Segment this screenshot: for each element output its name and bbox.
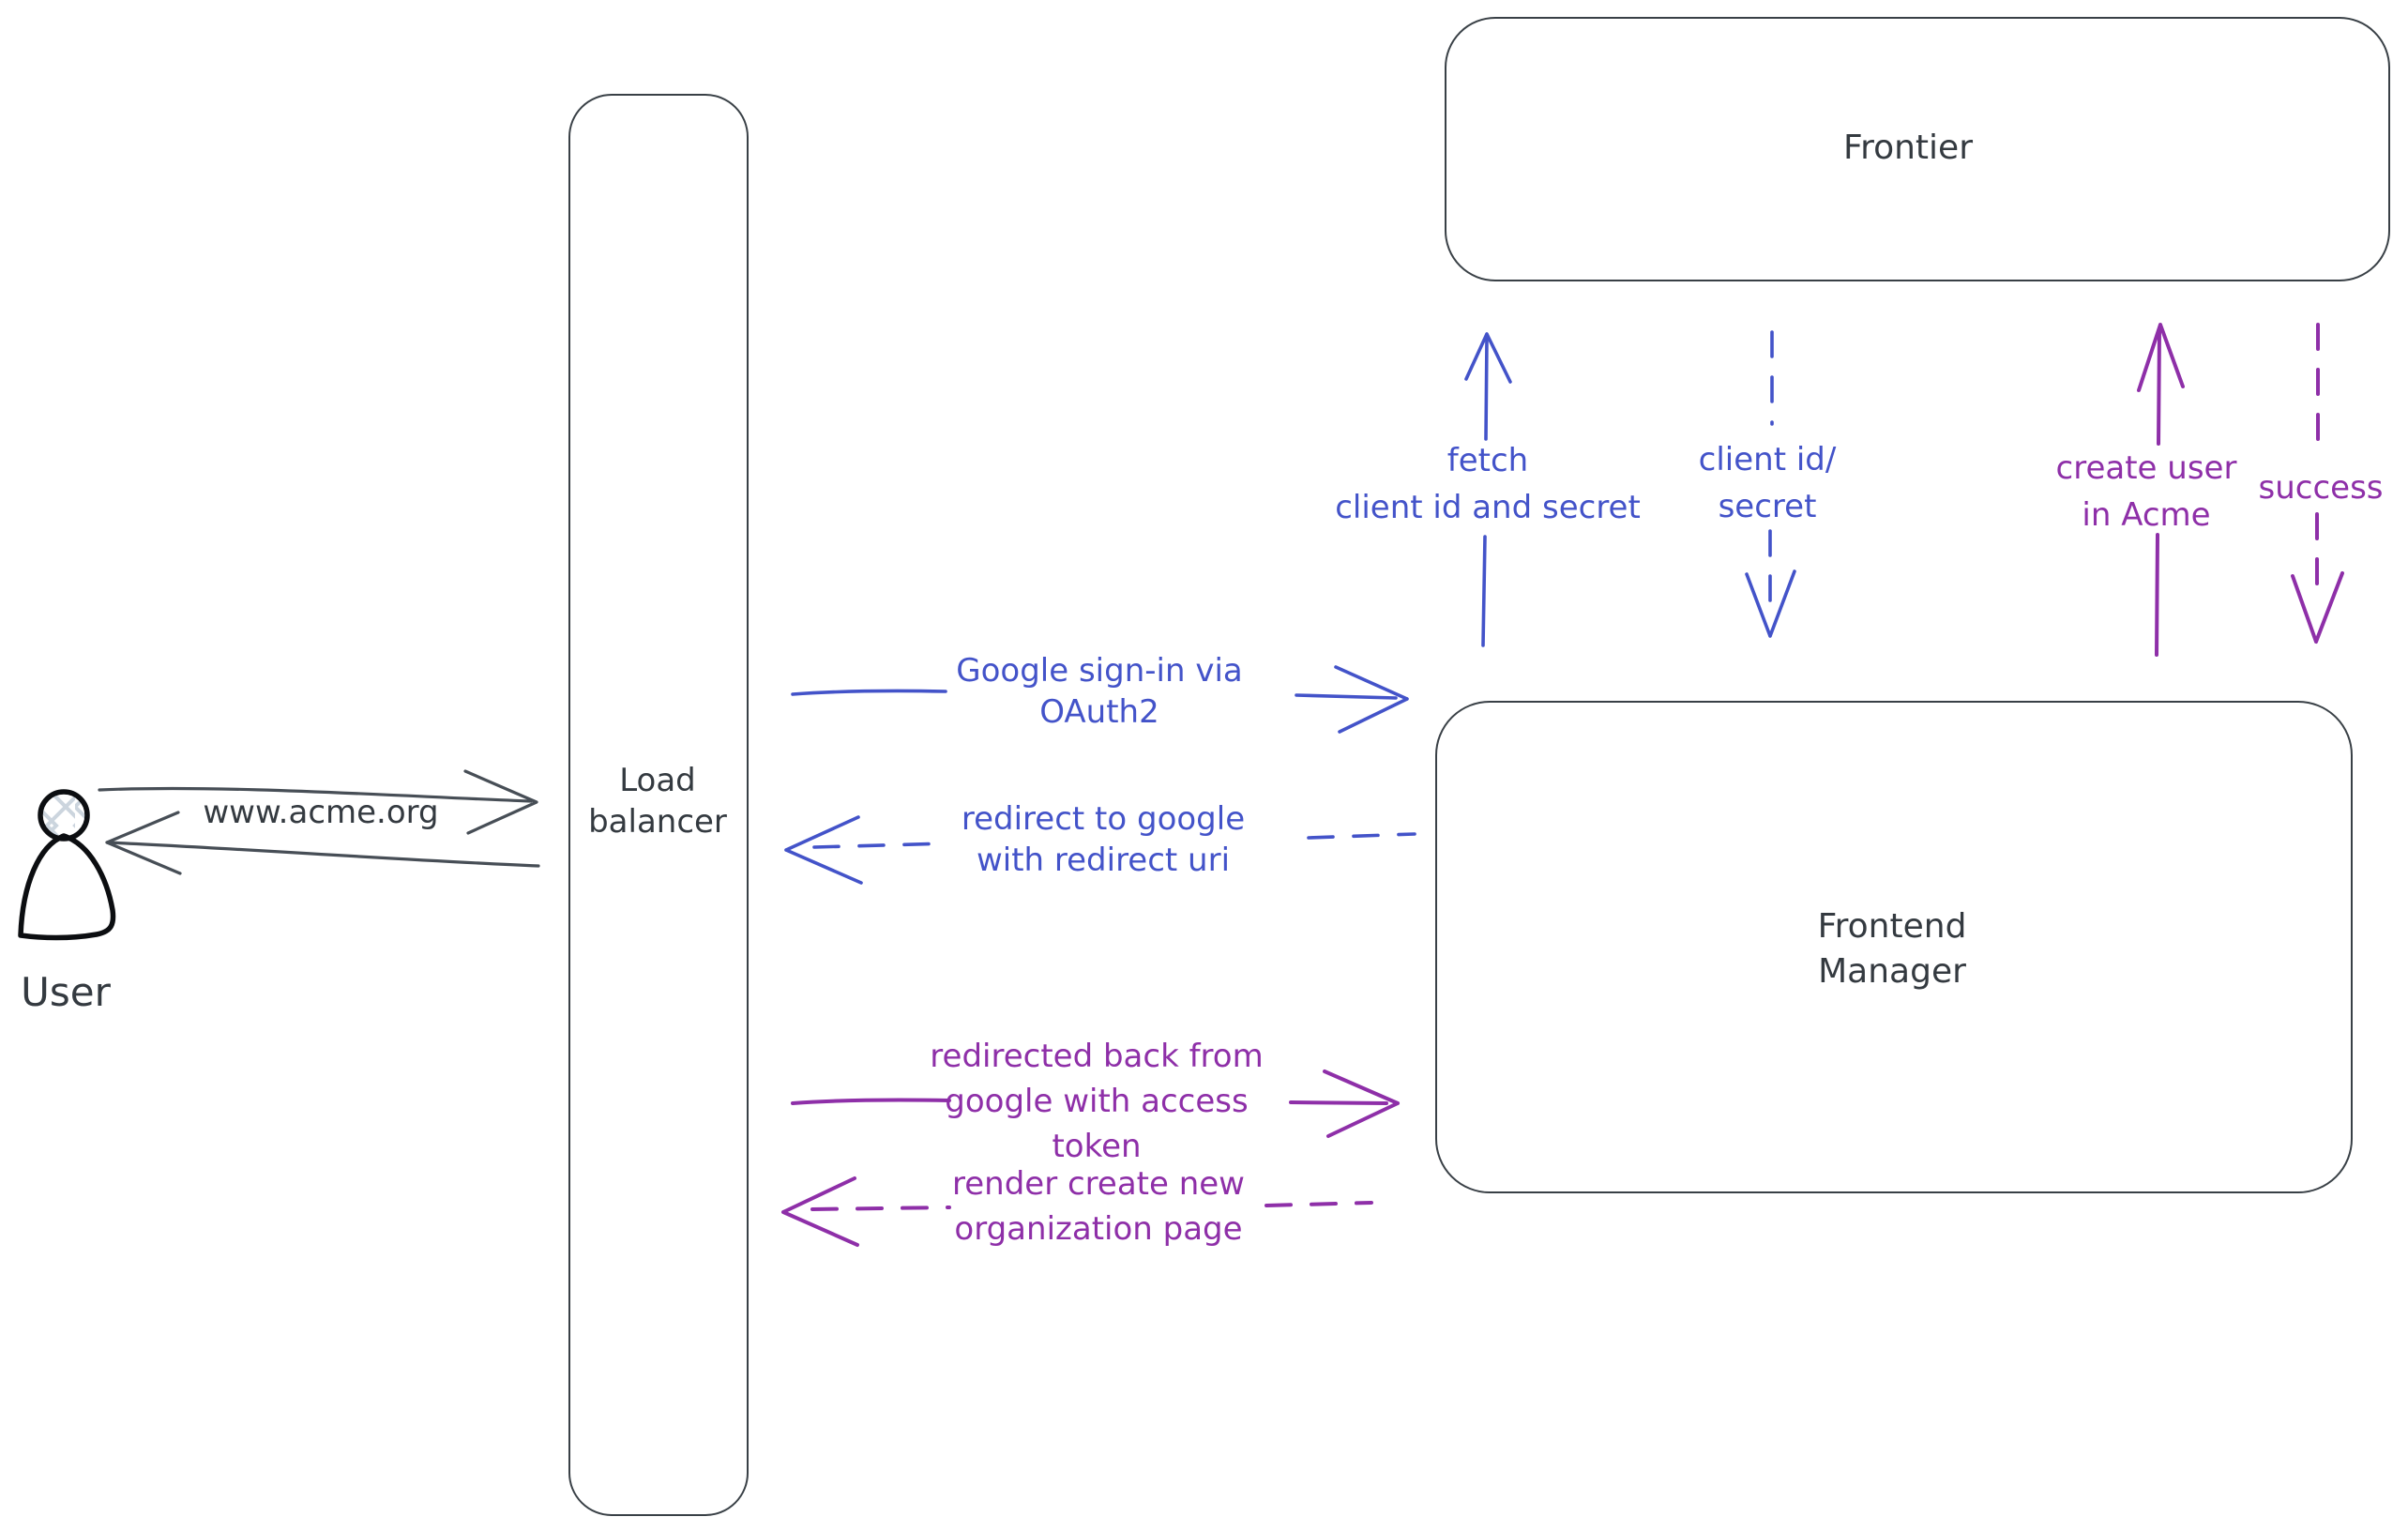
load-balancer-label: Load balancer [588, 760, 727, 842]
edge-label-client-id-secret: client id/ secret [1699, 436, 1837, 530]
edge-label-google-signin-line1: Google sign-in via [956, 652, 1243, 690]
edge-label-render-org-page: render create new organization page [952, 1161, 1245, 1251]
edge-label-redirected-back: redirected back from google with access … [930, 1034, 1263, 1169]
arrow-redirect-to-google [784, 815, 1416, 885]
edge-label-redirect-line1: redirect to google [961, 800, 1246, 838]
edge-label-google-signin-line2: OAuth2 [1039, 693, 1159, 731]
frontend-manager-label-line2: Manager [1818, 952, 1966, 991]
edge-label-client-id-line1: client id/ [1698, 441, 1837, 478]
edge-label-create-user-line2: in Acme [2082, 496, 2211, 534]
edge-label-success: success [2258, 469, 2384, 507]
edge-label-fetch-client-id: fetch client id and secret [1335, 437, 1641, 531]
load-balancer-label-line2: balancer [588, 803, 727, 841]
user-label: User [21, 969, 111, 1015]
edge-label-redirected-back-line3: token [1052, 1128, 1142, 1165]
frontend-manager-node-box [1435, 701, 2353, 1193]
edge-label-render-line2: organization page [954, 1210, 1243, 1248]
load-balancer-node-box [568, 94, 749, 1516]
arrow-redirected-back [791, 1069, 1400, 1138]
user-body [18, 833, 116, 941]
frontier-label: Frontier [1842, 129, 1974, 167]
arrow-render-org-page [781, 1176, 1373, 1247]
edge-label-google-signin: Google sign-in via OAuth2 [956, 650, 1242, 733]
edge-label-create-user: create user in Acme [2056, 445, 2237, 538]
edge-label-fetch-line2: client id and secret [1335, 489, 1641, 526]
user-head [38, 789, 90, 842]
arrow-www-request [98, 769, 538, 835]
edge-label-redirect-to-google: redirect to google with redirect uri [962, 798, 1245, 881]
arrow-client-id-secret [1745, 330, 1796, 638]
arrow-fetch-client-id [1464, 332, 1512, 647]
edge-label-fetch-line1: fetch [1446, 442, 1529, 479]
edge-label-redirected-back-line1: redirected back from [930, 1038, 1264, 1075]
load-balancer-label-line1: Load [619, 762, 696, 799]
edge-label-redirected-back-line2: google with access [945, 1083, 1249, 1120]
frontier-node-box [1445, 17, 2390, 281]
user-person-icon [18, 789, 116, 941]
frontend-manager-label-line1: Frontend [1817, 907, 1967, 946]
edge-label-www-request: www.acme.org [203, 794, 439, 831]
edge-label-client-id-line2: secret [1718, 488, 1817, 525]
edge-label-create-user-line1: create user [2055, 449, 2237, 487]
arrow-google-signin [791, 665, 1409, 734]
arrow-success [2291, 323, 2344, 644]
edge-label-render-line1: render create new [952, 1165, 1245, 1203]
frontend-manager-label: Frontend Manager [1818, 904, 1967, 994]
arrow-www-response [105, 811, 540, 875]
arrow-create-user [2137, 323, 2185, 657]
edge-label-redirect-line2: with redirect uri [976, 842, 1231, 879]
